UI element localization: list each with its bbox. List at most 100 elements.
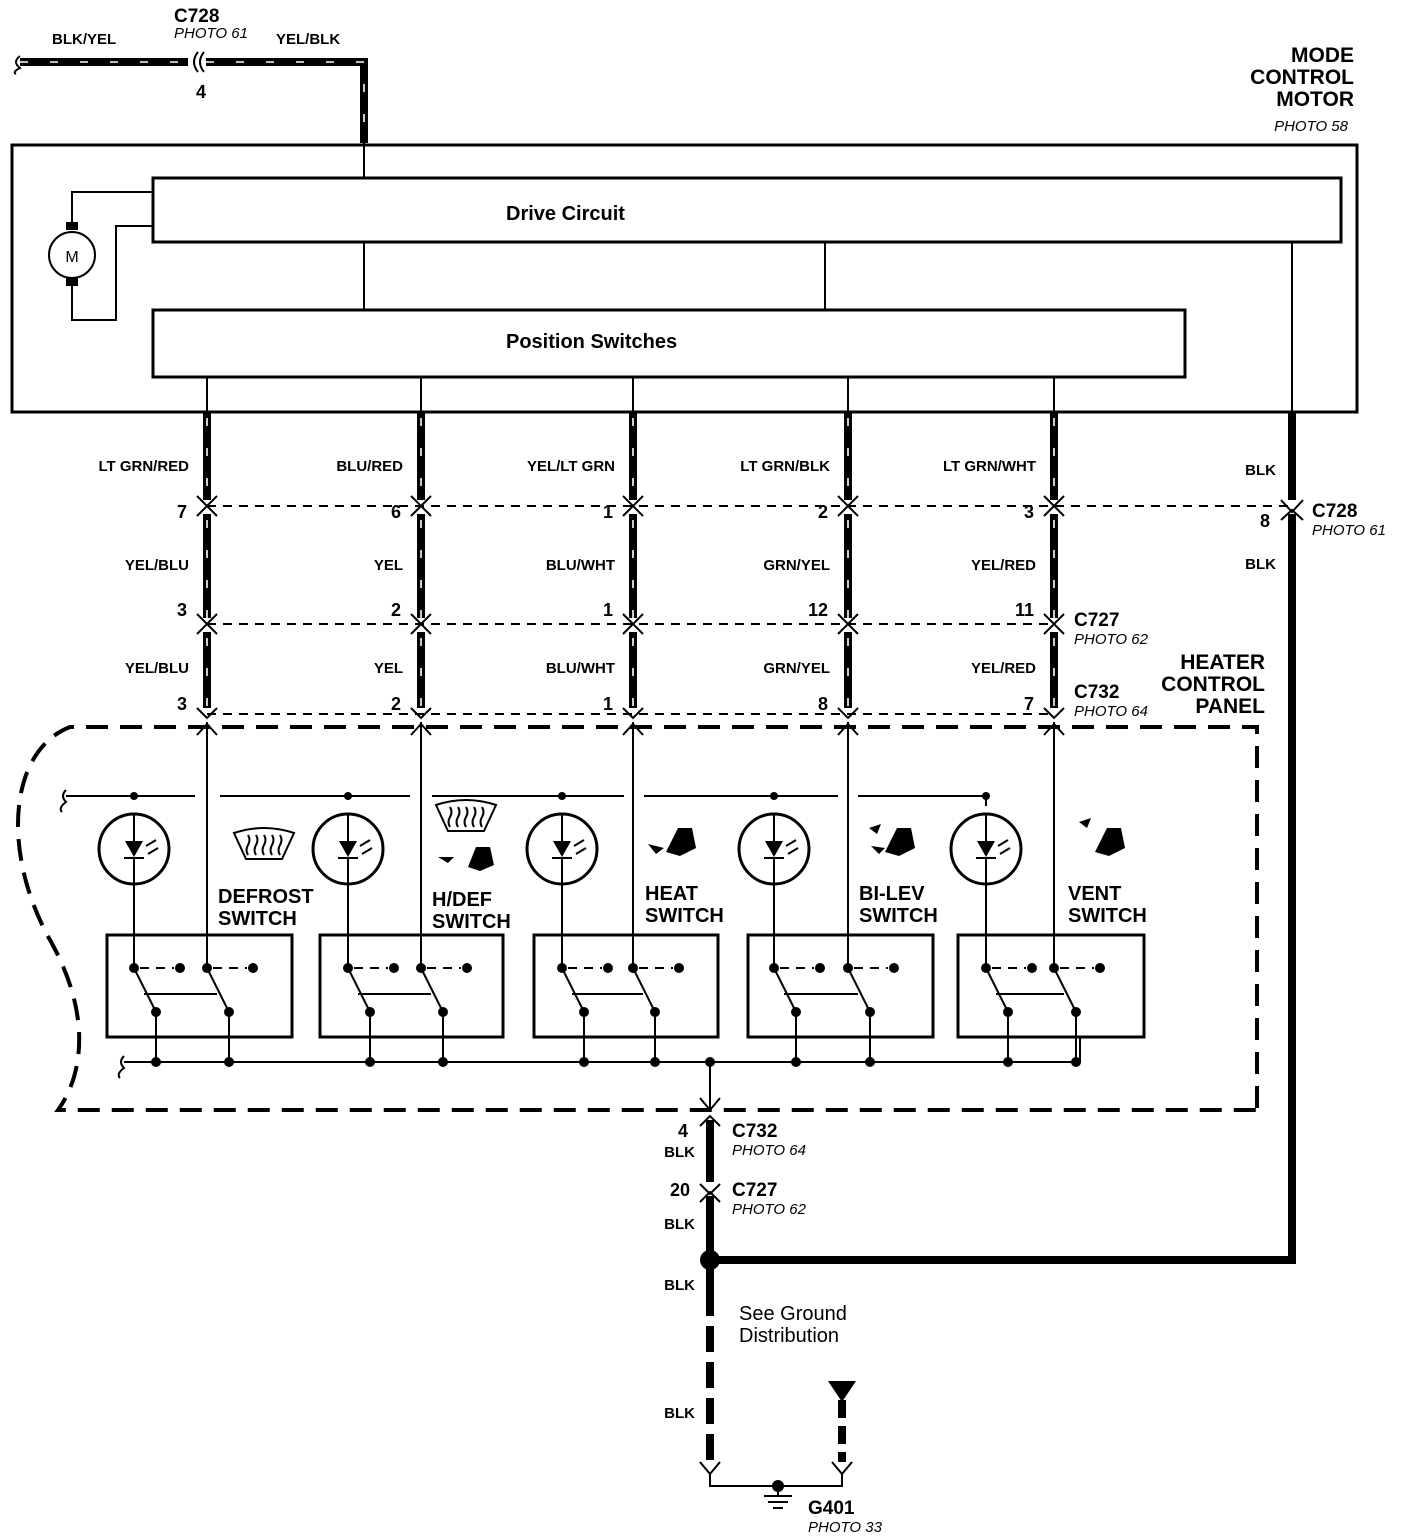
ground-c727-name: C727 <box>732 1180 777 1201</box>
ground-c732-pin: 4 <box>678 1121 688 1141</box>
wire-label-mid: YEL/RED <box>971 557 1036 574</box>
heater-title-line2: CONTROL <box>1161 673 1265 696</box>
wire-label-top: BLU/RED <box>336 458 403 475</box>
switch-label-line2: SWITCH <box>218 908 297 930</box>
ground-c727-wire: BLK <box>664 1216 695 1233</box>
switch-label-line2: SWITCH <box>1068 905 1147 927</box>
switch-label-line1: H/DEF <box>432 889 492 911</box>
mode-control-motor: Drive Circuit Position Switches MODE CON… <box>10 44 1359 414</box>
top-feed: BLK/YEL YEL/BLK C728 PHOTO 61 4 <box>13 6 368 143</box>
see-ground-note-line2: Distribution <box>739 1325 839 1347</box>
defrost-icon <box>232 827 296 860</box>
switch-body <box>746 933 935 1039</box>
ground-wire-top-label: BLK <box>1245 462 1276 479</box>
ground-distribution-arrow-icon <box>828 1381 856 1402</box>
c732-pin: 7 <box>1024 694 1034 714</box>
wire-label-mid: GRN/YEL <box>763 557 830 574</box>
ground-path: 4 BLK C732 PHOTO 64 20 BLK C727 PHOTO 62… <box>664 1114 883 1536</box>
wire-label-top: YEL/LT GRN <box>527 458 615 475</box>
ground-column: BLK 8 BLK C728 PHOTO 61 <box>712 412 1386 1264</box>
c728-pin: 2 <box>818 502 828 522</box>
heater-title-line1: HEATER <box>1180 651 1265 674</box>
heater-panel-outline <box>16 725 1259 1112</box>
switch-group: DEFROSTSWITCHH/DEFSWITCHHEATSWITCHBI-LEV… <box>97 735 1147 1067</box>
c732-pin: 2 <box>391 694 401 714</box>
motor-photo: PHOTO 58 <box>1274 118 1349 135</box>
wire-label-low: BLU/WHT <box>546 660 615 677</box>
ground-c732-name: C732 <box>732 1121 777 1142</box>
switch-label-line1: BI-LEV <box>859 883 925 905</box>
c728-pin: 3 <box>1024 502 1034 522</box>
switch-body <box>318 933 505 1039</box>
wire-label-top: LT GRN/BLK <box>740 458 830 475</box>
top-connector-photo: PHOTO 61 <box>174 25 248 42</box>
top-right-wire-label: YEL/BLK <box>276 31 340 48</box>
c728-pin: 1 <box>603 502 613 522</box>
switch-label-line2: SWITCH <box>645 905 724 927</box>
c728-name: C728 <box>1312 501 1357 522</box>
c732-pin: 8 <box>818 694 828 714</box>
motor-symbol-letter: M <box>65 249 78 266</box>
switch-body <box>532 933 720 1039</box>
wire-label-low: YEL/BLU <box>125 660 189 677</box>
ground-c728-pin: 8 <box>1260 511 1270 531</box>
motor-icon: M <box>48 191 153 321</box>
heat-icon <box>648 828 696 856</box>
harness-columns: LT GRN/RED7YEL/BLU3YEL/BLU3BLU/RED6YEL2Y… <box>98 412 1065 736</box>
heat-defrost-icon <box>434 799 498 871</box>
heater-title-line3: PANEL <box>1195 695 1265 718</box>
switch-body <box>956 933 1146 1039</box>
position-switches-box <box>151 308 1187 379</box>
drive-circuit-box <box>151 176 1343 244</box>
ground-splice <box>700 1250 720 1270</box>
ground-g401-name: G401 <box>808 1498 855 1519</box>
c732-name: C732 <box>1074 682 1119 703</box>
ground-c727-pin: 20 <box>670 1180 690 1200</box>
wire-label-mid: YEL/BLU <box>125 557 189 574</box>
motor-title-line3: MOTOR <box>1276 88 1354 111</box>
indicator-led-icon <box>737 792 811 886</box>
ground-c732-photo: PHOTO 64 <box>732 1142 806 1159</box>
switch-label-line1: DEFROST <box>218 886 314 908</box>
see-ground-note-line1: See Ground <box>739 1303 847 1325</box>
top-connector-name: C728 <box>174 6 219 27</box>
wire-break-symbol <box>13 55 22 75</box>
indicator-led-icon <box>525 792 599 886</box>
ground-wire-mid-label: BLK <box>1245 556 1276 573</box>
switch-label-line1: VENT <box>1068 883 1121 905</box>
c727-photo: PHOTO 62 <box>1074 631 1149 648</box>
ground-icon <box>764 1486 792 1509</box>
position-switches-label: Position Switches <box>506 331 677 353</box>
vent-icon <box>1079 818 1125 856</box>
c727-pin: 1 <box>603 600 613 620</box>
switch-body <box>105 933 294 1039</box>
indicator-led-icon <box>311 792 385 886</box>
wire-label-top: LT GRN/WHT <box>943 458 1036 475</box>
ground-c732-wire: BLK <box>664 1144 695 1161</box>
indicator-led-icon <box>97 792 171 886</box>
ground-after-splice-wire: BLK <box>664 1277 695 1294</box>
c727-pin: 2 <box>391 600 401 620</box>
motor-title-line1: MODE <box>1291 44 1354 67</box>
connector-c728-top-symbol <box>193 51 205 73</box>
c728-pin: 7 <box>177 502 187 522</box>
c728-pin: 6 <box>391 502 401 522</box>
ground-c727-photo: PHOTO 62 <box>732 1201 807 1218</box>
switch-label-line1: HEAT <box>645 883 698 905</box>
ground-g401-photo: PHOTO 33 <box>808 1519 883 1536</box>
c732-pin: 1 <box>603 694 613 714</box>
wire-label-top: LT GRN/RED <box>98 458 189 475</box>
c728-photo: PHOTO 61 <box>1312 522 1386 539</box>
c727-pin: 11 <box>1015 600 1034 620</box>
drive-circuit-label: Drive Circuit <box>506 203 625 225</box>
wire-label-mid: YEL <box>374 557 403 574</box>
